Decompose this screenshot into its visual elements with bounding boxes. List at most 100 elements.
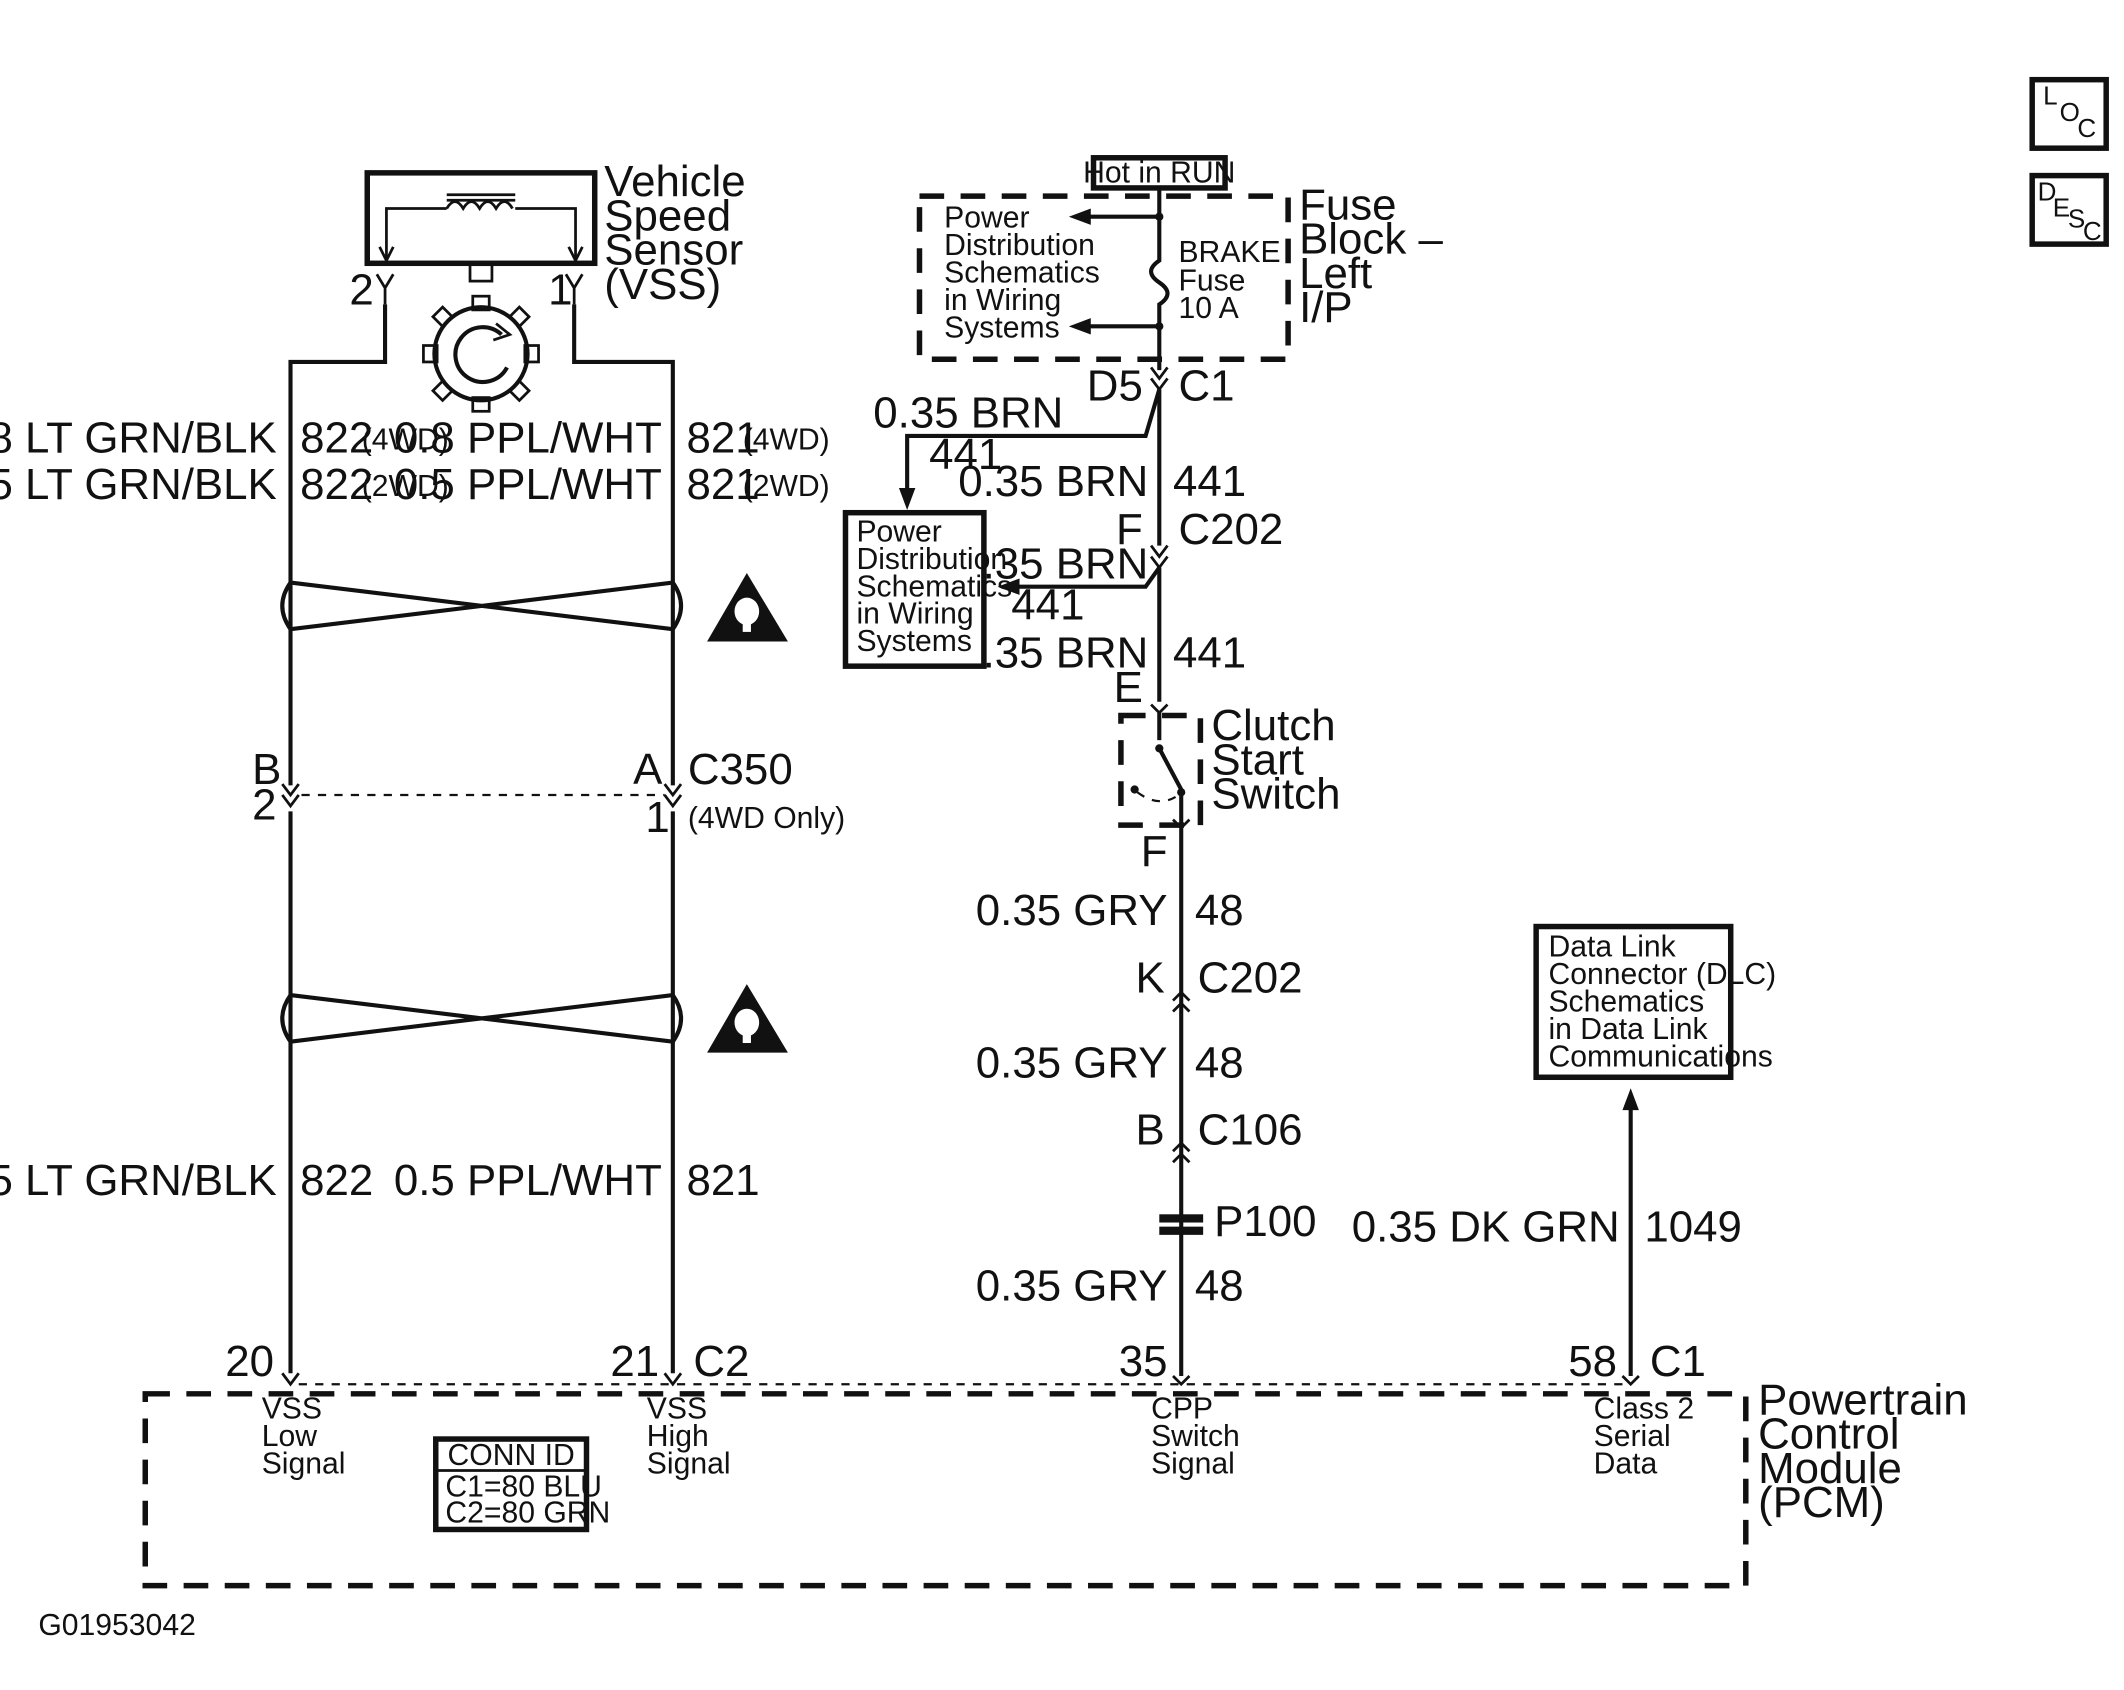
dlc-line-2: Connector (DLC) <box>1548 958 1776 991</box>
fuse-ref-5: Systems <box>944 311 1060 344</box>
reluctor-wheel-icon <box>422 294 540 413</box>
wire-circuit-w1: 441 <box>929 430 1002 479</box>
wire-circuit-1049: 1049 <box>1644 1203 1742 1252</box>
twisted-pair-icon <box>280 580 684 632</box>
pd-box-line-3: Schematics <box>856 570 1012 603</box>
fuse-block-name-4: I/P <box>1299 283 1353 332</box>
pcm-pin-20: 20 <box>225 1337 274 1386</box>
wire-circuit-gry-3: 48 <box>1195 1262 1244 1311</box>
svg-text:S: S <box>2068 204 2085 234</box>
figure-id: G01953042 <box>38 1609 195 1642</box>
wire-size-w2: 0.35 BRN <box>958 457 1148 506</box>
wire-size-w3: 0.35 BRN <box>958 539 1148 588</box>
dlc-line-3: Schematics <box>1548 985 1704 1018</box>
c202-pin-k: K <box>1136 953 1165 1002</box>
svg-text:L: L <box>2043 80 2057 110</box>
caution-triangle-icon <box>707 572 788 642</box>
wire-size-w1: 0.35 BRN <box>873 389 1063 438</box>
pcm-name-3: Module <box>1758 1444 1902 1493</box>
c350-pin-a: A <box>633 745 663 794</box>
pd-box-line-4: in Wiring <box>856 598 973 631</box>
wire-circuit-gry-2: 48 <box>1195 1038 1244 1087</box>
vss-name-4: (VSS) <box>604 260 721 309</box>
wire-circuit-w4: 441 <box>1173 629 1246 678</box>
pcm-name-1: Powertrain <box>1758 1375 1968 1424</box>
fuse-block: Hot in RUN Fuse Block – Left I/P Power D… <box>916 155 1443 371</box>
loc-icon[interactable]: L O C <box>2029 76 2109 151</box>
vss-wires <box>280 304 684 1374</box>
fuse-block-name-3: Left <box>1299 249 1372 298</box>
circuit-48: 0.35 GRY 48 K C202 0.35 GRY 48 B C106 P1… <box>976 827 1317 1376</box>
c350-pin-2: 2 <box>252 781 276 830</box>
wire-circuit-l2: 822 <box>300 460 373 509</box>
pin-d5: D5 <box>1087 361 1143 410</box>
conn-id-line-2: C2=80 GRN <box>445 1497 610 1530</box>
vss-wire-labels-lower: 0.5 LT GRN/BLK 822 0.5 PPL/WHT 821 <box>0 1156 760 1205</box>
hot-in-run-label: Hot in RUN <box>1083 156 1235 189</box>
pd-box-line-5: Systems <box>856 625 972 658</box>
sig-class2-3: Data <box>1594 1447 1658 1480</box>
fuse-block-name-1: Fuse <box>1299 180 1396 229</box>
wire-circuit-w3: 441 <box>1011 581 1084 630</box>
wire-size-gry-1: 0.35 GRY <box>976 886 1168 935</box>
sig-vss-high-2: High <box>647 1420 709 1453</box>
wire-size-left-lower: 0.5 LT GRN/BLK <box>0 1156 277 1205</box>
svg-text:D: D <box>2038 176 2057 206</box>
sig-cpp-2: Switch <box>1151 1420 1240 1453</box>
sig-vss-low-2: Low <box>262 1420 318 1453</box>
wire-note-r1: (4WD) <box>743 424 830 457</box>
vehicle-speed-sensor: Vehicle Speed Sensor (VSS) 2 1 <box>349 157 746 413</box>
pcm-pin-58: 58 <box>1568 1337 1617 1386</box>
c350-note: (4WD Only) <box>688 802 845 835</box>
desc-icon[interactable]: D E S C <box>2029 172 2109 247</box>
clutch-switch-name-1: Clutch <box>1211 701 1335 750</box>
pcm-pin-21: 21 <box>610 1337 659 1386</box>
vss-name-2: Speed <box>604 191 731 240</box>
wire-size-right-lower: 0.5 PPL/WHT <box>394 1156 662 1205</box>
wire-note-l1: (4WD) <box>362 424 449 457</box>
wire-size-r1: 0.8 PPL/WHT <box>394 413 662 462</box>
fuse-ref-2: Distribution <box>944 229 1095 262</box>
fuse-name-3: 10 A <box>1178 292 1239 325</box>
fuse-ref-1: Power <box>944 202 1029 235</box>
c202-pin-f: F <box>1116 505 1143 554</box>
wire-note-l2: (2WD) <box>362 470 449 503</box>
pin-e: E <box>1114 663 1143 712</box>
dlc-line-4: in Data Link <box>1548 1013 1708 1046</box>
vss-name-1: Vehicle <box>604 157 745 206</box>
wire-size-r2: 0.5 PPL/WHT <box>394 460 662 509</box>
caution-triangle-icon <box>707 984 788 1053</box>
svg-text:C: C <box>2083 216 2102 246</box>
circuit-441: D5 C1 0.35 BRN 441 0.35 BRN 441 F C202 0… <box>873 361 1283 711</box>
pcm-name-4: (PCM) <box>1758 1478 1885 1527</box>
wire-size-l2: 0.5 LT GRN/BLK <box>0 460 277 509</box>
pd-box-line-2: Distribution <box>856 543 1007 576</box>
splice-p100-icon <box>1159 1214 1204 1235</box>
c350-pin-b: B <box>252 745 281 794</box>
sig-cpp-3: Signal <box>1151 1447 1235 1480</box>
sig-vss-high-3: Signal <box>647 1447 731 1480</box>
vss-wire-labels-upper: 0.8 LT GRN/BLK 822 (4WD) 0.5 LT GRN/BLK … <box>0 413 830 509</box>
sig-vss-low-1: VSS <box>262 1392 322 1425</box>
c350-pin-1: 1 <box>645 793 669 842</box>
wire-size-l1: 0.8 LT GRN/BLK <box>0 413 277 462</box>
c106-pin-b: B <box>1136 1105 1165 1154</box>
wire-circuit-r2: 821 <box>687 460 760 509</box>
wire-circuit-w2: 441 <box>1173 457 1246 506</box>
clutch-switch-name-2: Start <box>1211 735 1304 784</box>
vss-pin-1: 1 <box>548 265 572 314</box>
c106-name: C106 <box>1198 1105 1303 1154</box>
vss-name-3: Sensor <box>604 226 743 275</box>
c202-name-lower: C202 <box>1198 953 1303 1002</box>
fuse-name-1: BRAKE <box>1178 236 1280 269</box>
svg-text:O: O <box>2060 97 2080 127</box>
svg-text:C: C <box>2077 113 2096 143</box>
pcm-pin-35: 35 <box>1119 1337 1168 1386</box>
conn-id-box: CONN ID C1=80 BLU C2=80 GRN <box>433 1436 610 1533</box>
sig-cpp-1: CPP <box>1151 1392 1213 1425</box>
dlc-line-1: Data Link <box>1548 931 1676 964</box>
pcm-conn-c1: C1 <box>1650 1337 1706 1386</box>
wire-circuit-right-lower: 821 <box>687 1156 760 1205</box>
sig-class2-1: Class 2 <box>1594 1392 1694 1425</box>
